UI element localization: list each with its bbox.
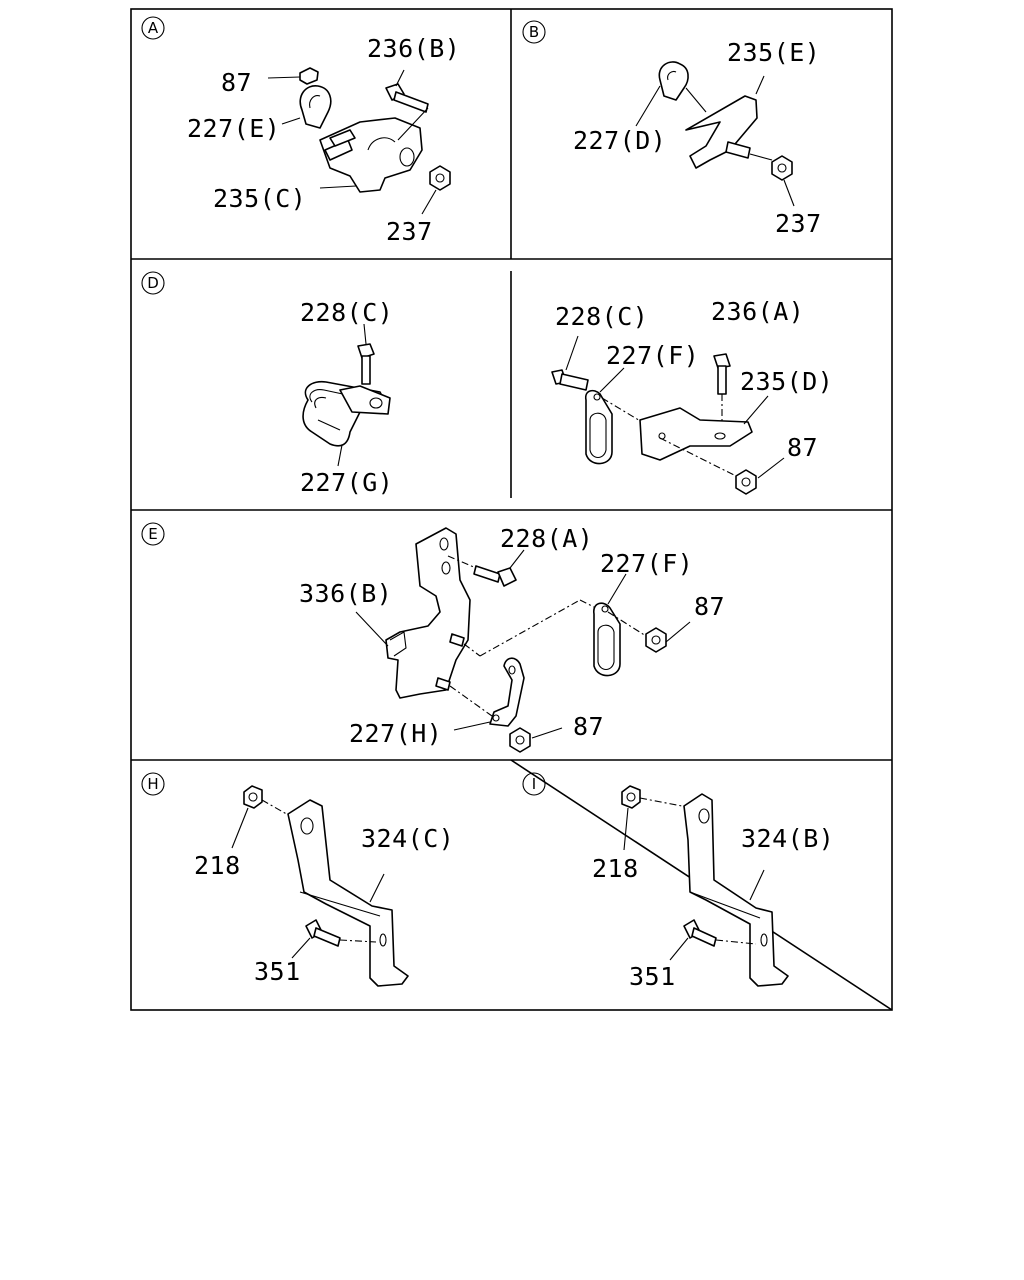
label-351-h: 351 [254, 957, 301, 986]
panel-i-marker-text: I [532, 775, 536, 793]
bolt-351-i-icon [669, 919, 757, 961]
panel-h-marker: H [141, 772, 165, 796]
bracket-235e-icon [685, 75, 765, 169]
bracket-227h-icon [449, 657, 525, 731]
clip-227e-icon [281, 85, 332, 129]
label-87-e1: 87 [694, 592, 725, 621]
bracket-336b-icon [355, 527, 471, 699]
panel-a-marker-text: A [148, 19, 159, 37]
label-227d: 227(D) [573, 126, 666, 155]
label-227e: 227(E) [187, 114, 280, 143]
panel-i: I 218 324(B) 351 [522, 772, 834, 991]
label-218-i: 218 [592, 854, 639, 883]
panel-b: B 235(E) 227(D) 237 [522, 20, 822, 238]
label-237-a: 237 [386, 217, 433, 246]
panel-b-marker: B [522, 20, 546, 44]
nut-87-d-icon [735, 457, 785, 495]
nut-218-h-icon [231, 785, 291, 849]
nut-87-e2-icon [509, 727, 563, 753]
label-227h: 227(H) [349, 719, 442, 748]
label-228c-d: 228(C) [300, 298, 393, 327]
label-218-h: 218 [194, 851, 241, 880]
bolt-236a-icon [713, 353, 731, 430]
label-87: 87 [221, 68, 252, 97]
panel-d2: 228(C) 236(A) 227(F) 235(D) 87 [551, 297, 833, 495]
bracket-235c-icon [319, 117, 423, 193]
diagram-grid [130, 8, 893, 1011]
label-227f-e: 227(F) [600, 549, 693, 578]
panel-b-marker-text: B [529, 23, 539, 41]
panel-d-marker-text: D [147, 274, 159, 292]
bolt-351-h-icon [291, 919, 377, 959]
nut-237-icon [421, 165, 451, 215]
bolt-228c-icon [357, 323, 375, 385]
panel-d-marker: D [141, 271, 165, 295]
panel-h-marker-text: H [147, 775, 158, 793]
label-235e: 235(E) [727, 38, 820, 67]
bracket-324c-icon [287, 799, 409, 987]
label-236a: 236(A) [711, 297, 804, 326]
label-228c-d2: 228(C) [555, 302, 648, 331]
nut-218-i-icon [621, 785, 683, 851]
panel-a: A [141, 16, 460, 246]
panel-a-marker: A [141, 16, 165, 40]
bracket-324b-icon [683, 793, 789, 987]
nut-87-e1-icon [645, 621, 691, 653]
label-324c: 324(C) [361, 824, 454, 853]
clamp-227g-icon [302, 380, 391, 467]
clip-227d-icon [635, 61, 707, 127]
label-336b: 336(B) [299, 579, 392, 608]
panel-i-marker: I [522, 772, 546, 796]
panel-e: E [141, 522, 725, 753]
bolt-228a-icon [447, 549, 525, 587]
label-228a: 228(A) [500, 524, 593, 553]
label-351-i: 351 [629, 962, 676, 991]
panel-d: D 228(C) 227(G) [141, 271, 393, 497]
label-227g: 227(G) [300, 468, 393, 497]
label-237-b: 237 [775, 209, 822, 238]
clip-227f-e-icon [593, 573, 647, 677]
nut-87-icon [267, 67, 319, 85]
panel-e-marker: E [141, 522, 165, 546]
bolt-236b-icon [385, 69, 429, 141]
label-235c: 235(C) [213, 184, 306, 213]
label-235d: 235(D) [740, 367, 833, 396]
label-236b: 236(B) [367, 34, 460, 63]
label-227f-d2: 227(F) [606, 341, 699, 370]
nut-237b-icon [771, 155, 795, 207]
bracket-235d-icon [639, 395, 769, 481]
panel-e-marker-text: E [148, 525, 157, 543]
bolt-235e-fastener-icon [725, 141, 773, 161]
label-87-e2: 87 [573, 712, 604, 741]
label-324b: 324(B) [741, 824, 834, 853]
studs-336b-icon [435, 633, 465, 691]
label-87-d2: 87 [787, 433, 818, 462]
panel-h: H 218 324(C) 351 [141, 772, 454, 987]
bolt-228c-right-icon [551, 335, 589, 391]
